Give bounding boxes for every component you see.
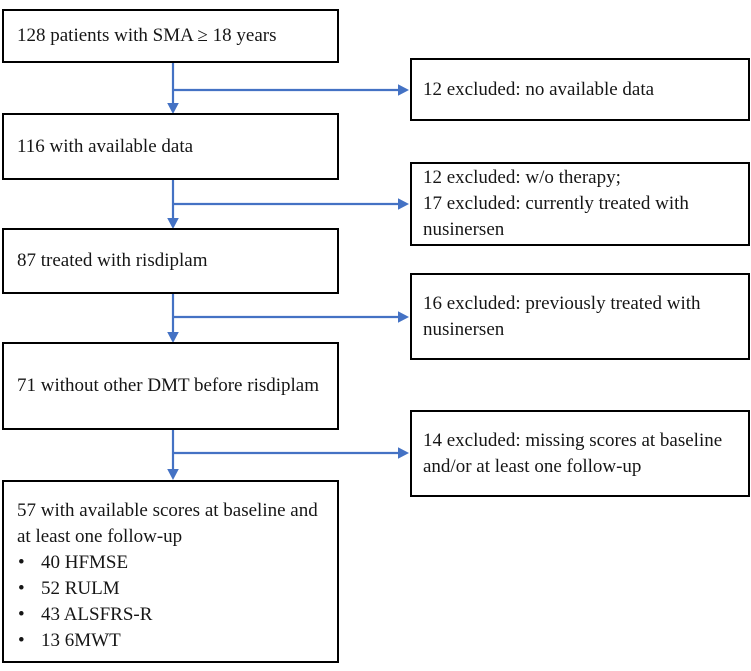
score-list: 40 HFMSE 52 RULM 43 ALSFRS-R 13 6MWT [17, 550, 329, 654]
score-item-hfmse: 40 HFMSE [17, 550, 329, 576]
arrow-116-to-87 [167, 180, 179, 229]
box-excluded-no-data-text: 12 excluded: no available data [423, 78, 655, 100]
box-excluded-missing-scores: 14 excluded: missing scores at baseline … [410, 410, 750, 497]
arrow-branch-to-excluded-therapy [172, 198, 409, 210]
box-128-patients: 128 patients with SMA ≥ 18 years [2, 9, 339, 63]
box-excluded-missing-scores-text: 14 excluded: missing scores at baseline … [423, 429, 723, 477]
arrow-71-to-57 [167, 430, 179, 480]
box-excluded-therapy-line-1: 12 excluded: w/o therapy; [423, 167, 621, 188]
box-excluded-previous-nusinersen: 16 excluded: previously treated with nus… [410, 273, 750, 360]
box-57-available-scores-text: 57 with available scores at baseline and… [17, 500, 318, 547]
box-116-available-data: 116 with available data [2, 113, 339, 180]
box-excluded-no-data: 12 excluded: no available data [410, 58, 750, 121]
arrow-branch-to-excluded-no-data [172, 84, 409, 96]
box-excluded-therapy-nusinersen: 12 excluded: w/o therapy; 17 excluded: c… [410, 162, 750, 246]
score-item-6mwt: 13 6MWT [17, 628, 329, 654]
arrow-branch-to-excluded-previous [172, 311, 409, 323]
score-item-rulm: 52 RULM [17, 576, 329, 602]
box-71-no-prior-dmt-text: 71 without other DMT before risdiplam [17, 375, 320, 396]
arrow-branch-to-excluded-missing-scores [172, 447, 409, 459]
box-excluded-previous-nusinersen-text: 16 excluded: previously treated with nus… [423, 292, 701, 340]
box-87-risdiplam-text: 87 treated with risdiplam [17, 250, 208, 271]
arrow-87-to-71 [167, 294, 179, 343]
box-excluded-therapy-line-2: 17 excluded: currently treated with nusi… [423, 193, 689, 240]
box-87-risdiplam: 87 treated with risdiplam [2, 228, 339, 294]
box-116-available-data-text: 116 with available data [17, 135, 194, 157]
arrow-128-to-116 [167, 63, 179, 114]
box-57-available-scores: 57 with available scores at baseline and… [2, 480, 339, 663]
box-128-patients-text: 128 patients with SMA ≥ 18 years [17, 25, 277, 46]
score-item-alsfrs-r: 43 ALSFRS-R [17, 602, 329, 628]
box-71-no-prior-dmt: 71 without other DMT before risdiplam [2, 342, 339, 430]
